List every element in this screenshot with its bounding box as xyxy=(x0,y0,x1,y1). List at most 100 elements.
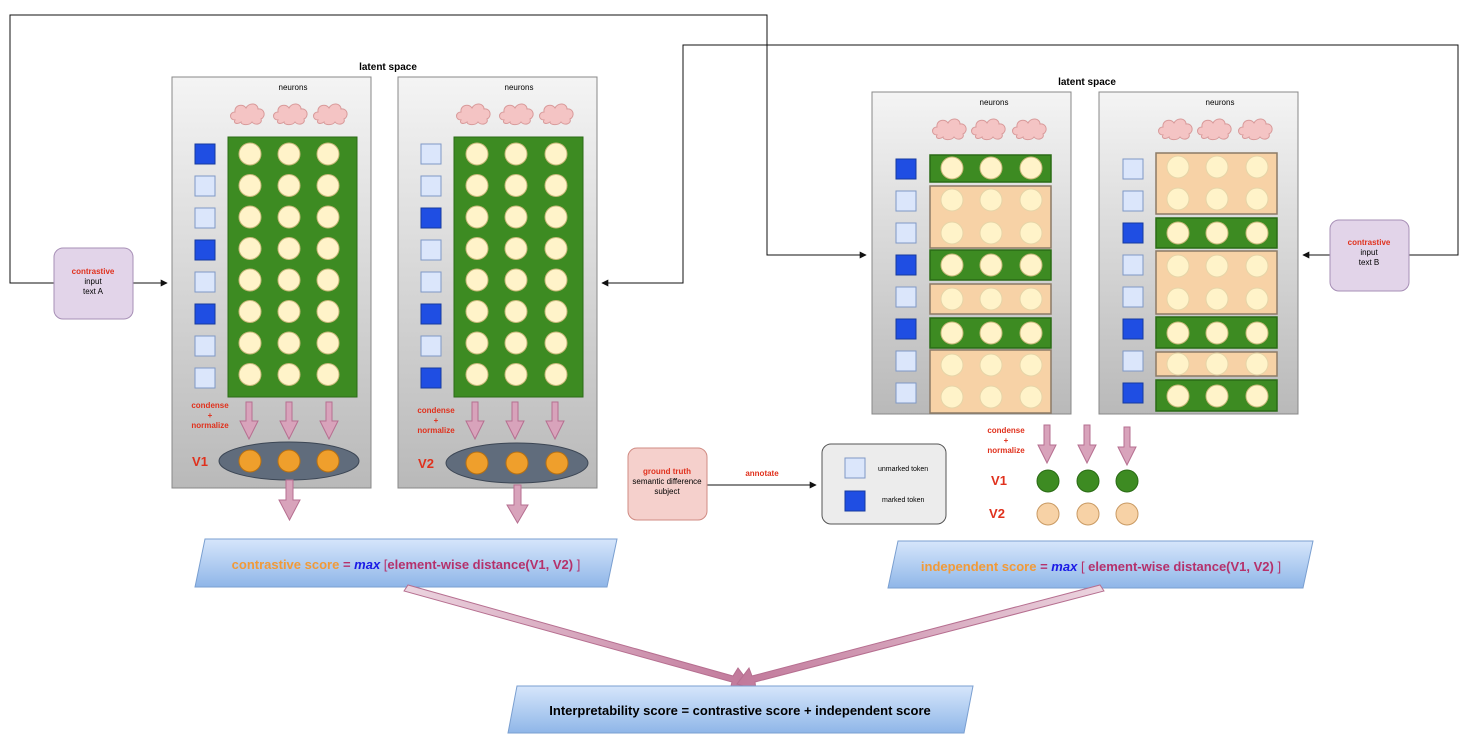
unmarked-token xyxy=(895,222,917,244)
unmarked-token xyxy=(420,271,442,293)
unmarked-token xyxy=(194,207,216,229)
neuron xyxy=(465,300,489,323)
neuron xyxy=(940,253,964,277)
svg-text:contrastive: contrastive xyxy=(1348,238,1391,247)
neuron xyxy=(979,321,1003,345)
v2-element xyxy=(505,451,529,475)
neuron xyxy=(316,300,340,323)
v1-label: V1 xyxy=(192,454,208,469)
neuron xyxy=(1166,384,1190,408)
neuron xyxy=(504,331,528,355)
neuron xyxy=(1166,287,1190,311)
svg-text:normalize: normalize xyxy=(417,426,455,435)
marked-token xyxy=(895,318,917,340)
latent-space-title: latent space xyxy=(1058,77,1116,88)
latent-space-title: latent space xyxy=(359,62,417,73)
right-panel-b: neurons xyxy=(1098,91,1299,415)
condense-arrows xyxy=(239,401,339,441)
neuron-bands xyxy=(929,154,1052,414)
neuron xyxy=(504,363,528,386)
independent-to-final-arrow xyxy=(736,584,1105,691)
neuron xyxy=(979,188,1003,212)
svg-text:ground truth: ground truth xyxy=(643,467,691,476)
svg-text:contrastive: contrastive xyxy=(72,267,115,276)
marked-token xyxy=(194,239,216,261)
neuron xyxy=(316,268,340,292)
condense-arrows xyxy=(1037,424,1137,467)
unmarked-token xyxy=(420,239,442,261)
neuron xyxy=(544,268,568,292)
unmarked-token xyxy=(1122,158,1144,180)
neuron xyxy=(1205,384,1229,408)
svg-text:condense: condense xyxy=(987,426,1025,435)
left-panel-b: neurons condense + normalize V2 xyxy=(397,76,598,489)
svg-text:text B: text B xyxy=(1359,258,1379,267)
neuron xyxy=(504,174,528,197)
neuron xyxy=(1019,385,1043,409)
input-text-a-box: contrastive input text A xyxy=(53,247,134,320)
v2-element xyxy=(1076,502,1100,526)
unmarked-token xyxy=(420,335,442,357)
neuron xyxy=(465,174,489,197)
marked-token xyxy=(194,143,216,165)
svg-text:subject: subject xyxy=(654,487,680,496)
neuron xyxy=(316,174,340,197)
neuron xyxy=(1205,287,1229,311)
v2-element xyxy=(465,451,489,475)
neuron xyxy=(1166,254,1190,278)
token-legend: unmarked token marked token xyxy=(821,443,947,525)
neuron xyxy=(544,205,568,229)
neuron xyxy=(277,331,301,355)
unmarked-token xyxy=(1122,350,1144,372)
condense-normalize-label: condense + normalize xyxy=(417,406,455,435)
unmarked-token xyxy=(895,382,917,404)
marked-token-label: marked token xyxy=(882,497,925,504)
neuron xyxy=(1245,254,1269,278)
neuron xyxy=(504,300,528,323)
neuron xyxy=(316,331,340,355)
condense-normalize-label: condense + normalize xyxy=(987,426,1025,455)
svg-text:input: input xyxy=(1360,248,1378,257)
svg-text:independent score = max [ elem: independent score = max [ element-wise d… xyxy=(921,559,1281,574)
svg-text:input: input xyxy=(84,277,102,286)
neuron xyxy=(979,156,1003,180)
neuron xyxy=(238,174,262,197)
v1-element xyxy=(1115,469,1139,493)
svg-text:+: + xyxy=(434,416,439,425)
v1-element xyxy=(1036,469,1060,493)
neuron xyxy=(277,142,301,166)
neuron xyxy=(940,353,964,377)
neuron xyxy=(1166,155,1190,179)
svg-text:text A: text A xyxy=(83,287,104,296)
unmarked-token xyxy=(895,286,917,308)
annotate-label: annotate xyxy=(745,469,779,478)
neuron xyxy=(1019,253,1043,277)
neuron xyxy=(1205,254,1229,278)
neuron xyxy=(316,237,340,260)
neuron xyxy=(465,363,489,386)
neuron xyxy=(1166,221,1190,245)
neuron xyxy=(544,174,568,197)
unmarked-token xyxy=(420,175,442,197)
unmarked-token-swatch xyxy=(844,457,866,479)
marked-token xyxy=(1122,222,1144,244)
neurons-label: neurons xyxy=(279,83,308,92)
neuron xyxy=(277,363,301,386)
marked-token xyxy=(1122,318,1144,340)
svg-text:+: + xyxy=(1004,436,1009,445)
right-panel-a: neurons xyxy=(871,91,1072,415)
down-arrow xyxy=(506,484,529,524)
neuron xyxy=(277,268,301,292)
v1-element xyxy=(316,449,340,473)
neuron xyxy=(940,188,964,212)
unmarked-token xyxy=(420,143,442,165)
unmarked-token xyxy=(194,271,216,293)
neuron xyxy=(940,221,964,245)
neuron xyxy=(1019,156,1043,180)
neuron xyxy=(277,174,301,197)
left-panel-a: neurons condense + normalize V1 xyxy=(171,76,372,489)
neuron xyxy=(940,321,964,345)
neuron xyxy=(544,142,568,166)
neuron xyxy=(238,300,262,323)
neuron xyxy=(1245,321,1269,345)
